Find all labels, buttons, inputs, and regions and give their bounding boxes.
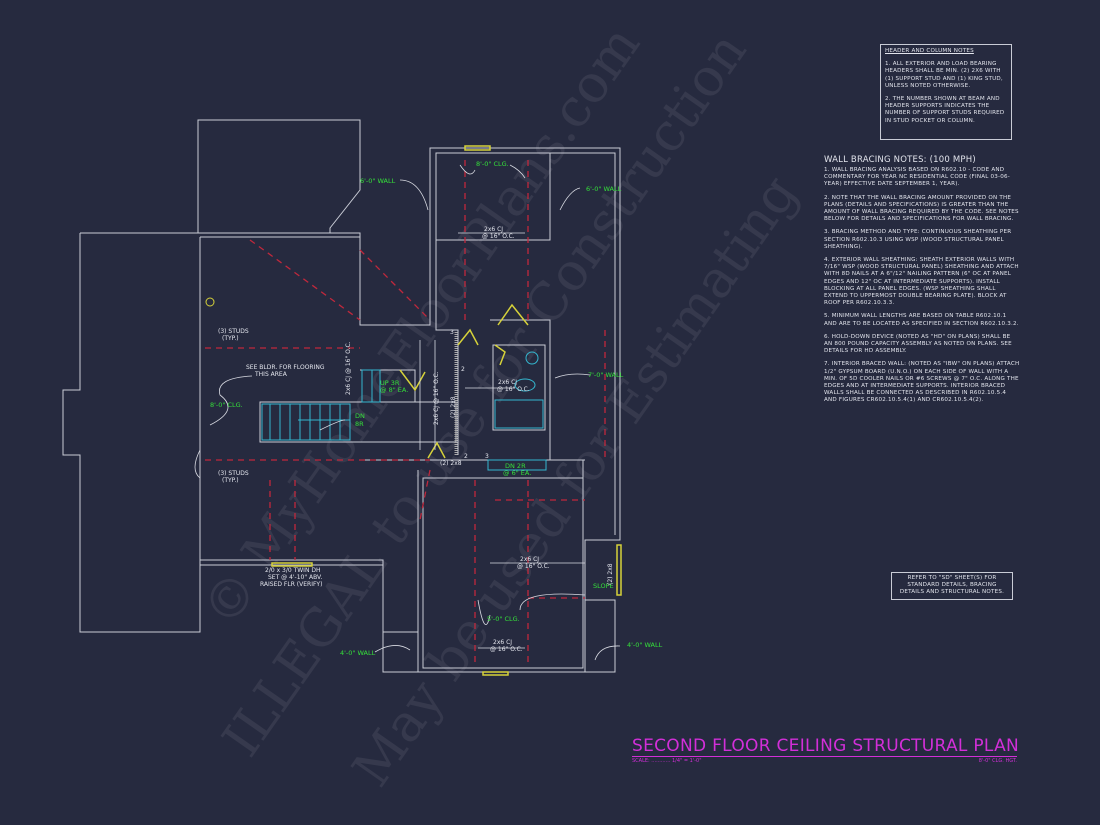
walls: [62, 119, 621, 673]
svg-text:4'-0" WALL: 4'-0" WALL: [627, 641, 663, 649]
svg-text:2x6 CJ: 2x6 CJ: [484, 226, 503, 233]
svg-text:@ 16" O.C.: @ 16" O.C.: [517, 563, 550, 570]
svg-text:@ 6" EA.: @ 6" EA.: [503, 469, 531, 477]
svg-text:8'-0" CLG.: 8'-0" CLG.: [210, 401, 243, 409]
svg-text:(3) STUDS: (3) STUDS: [218, 470, 249, 477]
refer-note: REFER TO "SD" SHEET(S) FOR STANDARD DETA…: [891, 572, 1013, 600]
svg-text:@ 16" O.C.: @ 16" O.C.: [490, 646, 523, 653]
scale-label: SCALE: ............ 1/4" = 1'-0": [632, 758, 702, 764]
header-column-notes: HEADER AND COLUMN NOTES 1. ALL EXTERIOR …: [880, 44, 1012, 140]
svg-text:8R: 8R: [355, 420, 364, 428]
svg-text:(TYP.): (TYP.): [222, 477, 239, 484]
svg-text:2: 2: [461, 366, 465, 373]
svg-text:6'-0" WALL: 6'-0" WALL: [586, 185, 622, 193]
svg-text:(2) 2x8: (2) 2x8: [607, 563, 614, 585]
svg-text:(TYP.): (TYP.): [222, 335, 239, 342]
svg-text:(2) 2x8: (2) 2x8: [440, 460, 462, 467]
svg-text:SET @ 4'-10" ABV.: SET @ 4'-10" ABV.: [268, 574, 322, 581]
svg-text:2x6 CJ @ 16" O.C.: 2x6 CJ @ 16" O.C.: [433, 371, 440, 425]
svg-text:DN 2R: DN 2R: [505, 462, 526, 470]
headers-and-doors: [271, 145, 622, 676]
svg-text:8'-0" CLG.: 8'-0" CLG.: [476, 160, 509, 168]
drawing-title: SECOND FLOOR CEILING STRUCTURAL PLAN: [632, 736, 1020, 757]
svg-text:7'-0" WALL: 7'-0" WALL: [588, 371, 624, 379]
svg-text:2x6 CJ @ 16" O.C.: 2x6 CJ @ 16" O.C.: [345, 341, 352, 395]
title-subline: SCALE: ............ 1/4" = 1'-0" 8'-0" C…: [632, 758, 1017, 764]
svg-text:THIS AREA: THIS AREA: [254, 371, 288, 378]
svg-text:RAISED FLR (VERIFY): RAISED FLR (VERIFY): [260, 581, 322, 588]
svg-text:2/0 x 3/0 TWIN DH: 2/0 x 3/0 TWIN DH: [265, 567, 320, 574]
svg-text:2x6 CJ: 2x6 CJ: [498, 379, 517, 386]
svg-text:3: 3: [450, 329, 454, 336]
svg-text:2: 2: [464, 453, 468, 460]
svg-text:6'-0" WALL: 6'-0" WALL: [360, 177, 396, 185]
ceiling-joist-lines: [205, 160, 606, 665]
svg-text:5'-0" CLG.: 5'-0" CLG.: [487, 615, 520, 623]
stairs: [205, 297, 547, 471]
svg-text:@ 8" EA.: @ 8" EA.: [380, 386, 408, 394]
ceiling-height: 8'-0" CLG. HGT.: [978, 758, 1017, 764]
svg-text:(2) 2x8: (2) 2x8: [450, 396, 457, 418]
svg-text:SEE BLDR. FOR FLOORING: SEE BLDR. FOR FLOORING: [246, 364, 325, 371]
svg-text:(3) STUDS: (3) STUDS: [218, 328, 249, 335]
wall-bracing-notes: WALL BRACING NOTES: (100 MPH) 1. WALL BR…: [824, 155, 1020, 404]
svg-text:SLOPE: SLOPE: [593, 582, 614, 590]
svg-text:UP 3R: UP 3R: [380, 379, 400, 387]
svg-text:3: 3: [485, 453, 489, 460]
svg-text:2x6 CJ: 2x6 CJ: [520, 556, 539, 563]
svg-text:@ 16" O.C.: @ 16" O.C.: [482, 233, 515, 240]
svg-text:@ 16" O.C.: @ 16" O.C.: [497, 386, 530, 393]
plan-labels: 6'-0" WALL 6'-0" WALL 8'-0" CLG. 2x6 CJ …: [210, 160, 663, 657]
svg-text:DN: DN: [355, 412, 365, 420]
leader-lines: [194, 164, 621, 661]
watermark: © MyHomeFloorPlans.com ILLEGAL to use fo…: [191, 16, 809, 798]
svg-text:2x6 CJ: 2x6 CJ: [493, 639, 512, 646]
svg-text:4'-0" WALL: 4'-0" WALL: [340, 649, 376, 657]
